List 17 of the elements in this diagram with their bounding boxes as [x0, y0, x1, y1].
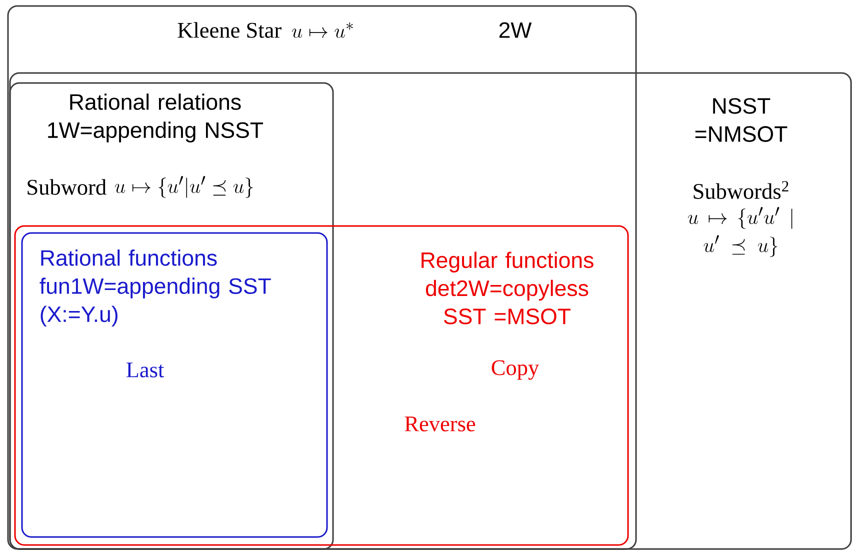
- region-heading: NSST =NMSOT: [695, 98, 788, 142]
- formula: $u \mapsto \{u'|u' \preceq u\}$: [114, 176, 253, 198]
- function-name: Subword: [28, 179, 106, 195]
- function-name: Reverse: [404, 416, 476, 432]
- region-outline: [21, 232, 328, 538]
- function-name: Subwords$^{2}$: [694, 181, 788, 199]
- formula: $u \mapsto \{u'u' \mid u' \preceq u\}$: [688, 207, 792, 257]
- formula: $u \mapsto u^*$: [292, 22, 353, 38]
- region-heading: Regular functions det2W=copyless SST =MSOT: [422, 252, 594, 324]
- function-name: Copy: [492, 360, 540, 380]
- function-name: Last: [126, 362, 164, 378]
- region-outline: [7, 5, 637, 550]
- region-heading: 2W: [499, 22, 532, 38]
- region-heading: Rational functions fun1W=appending SST (X:=Y.u): [40, 250, 271, 326]
- function-name: Kleene Star: [178, 22, 282, 38]
- region-heading: Rational relations 1W=appending NSST: [48, 94, 264, 142]
- region-outline: [9, 72, 852, 550]
